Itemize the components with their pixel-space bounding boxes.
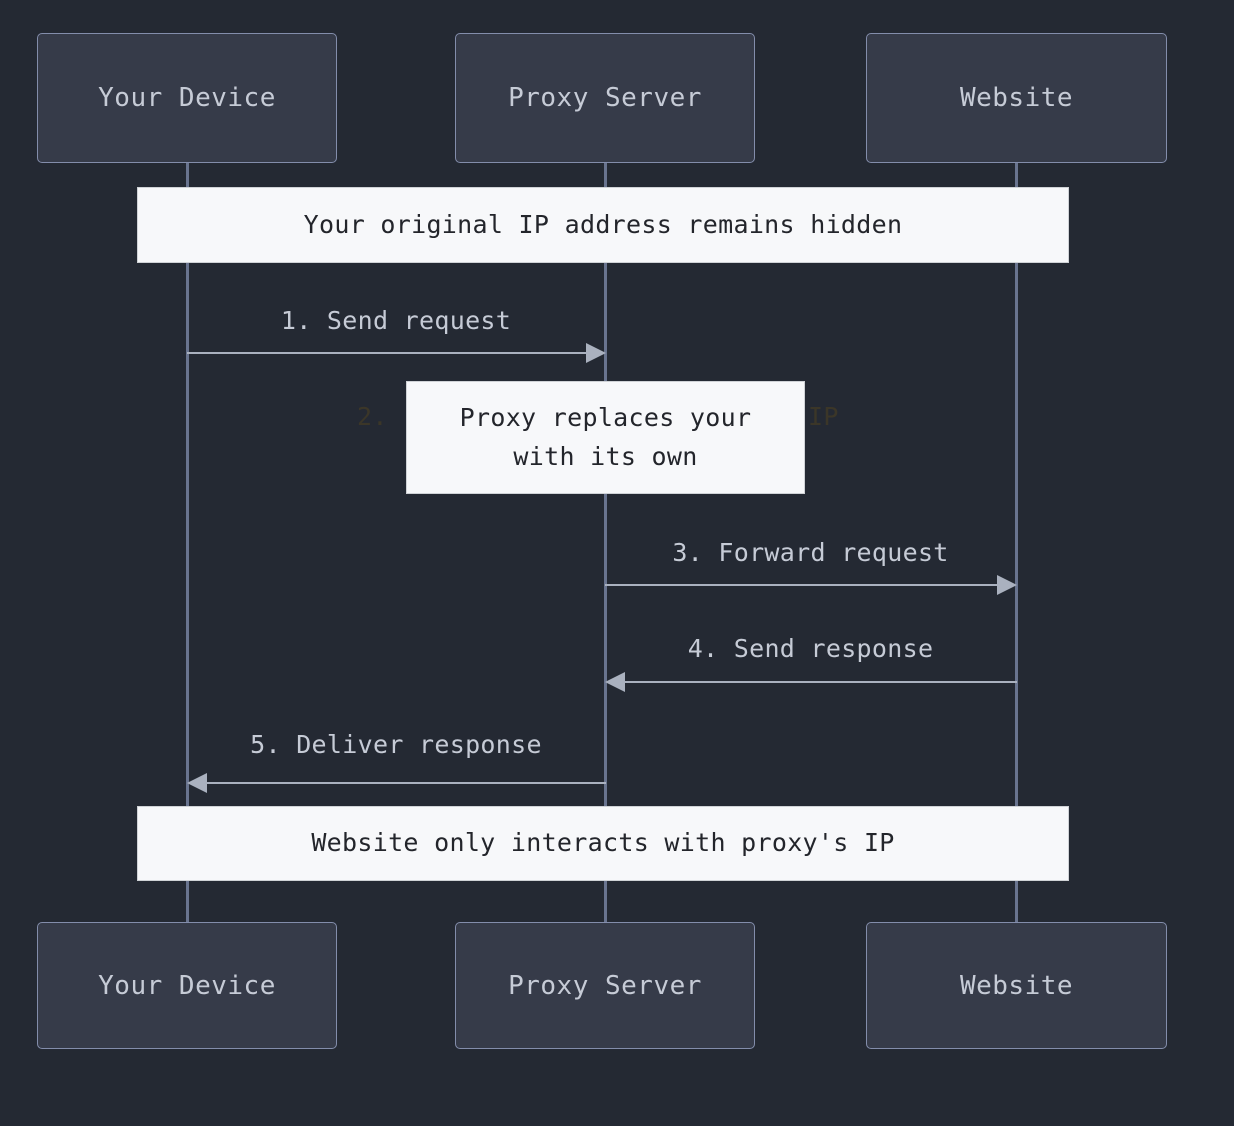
- participant-bottom-your-device-label: Your Device: [98, 970, 276, 1001]
- lifeline-website: [1015, 163, 1018, 922]
- message-5-label: 5. Deliver response: [250, 730, 542, 759]
- message-3-label: 3. Forward request: [672, 538, 949, 567]
- message-5-arrowhead: [187, 773, 207, 793]
- message-1-line: [187, 352, 588, 354]
- lifeline-proxy-server: [604, 163, 607, 922]
- message-3-line: [605, 584, 1004, 586]
- participant-top-proxy-server-label: Proxy Server: [508, 83, 702, 113]
- note-original-ip-hidden: Your original IP address remains hidden: [137, 187, 1069, 263]
- participant-bottom-proxy-server-label: Proxy Server: [508, 970, 702, 1001]
- message-5-line: [206, 782, 606, 784]
- participant-top-website[interactable]: Website: [866, 33, 1167, 163]
- note-proxy-replaces-ip: Proxy replaces your with its own: [406, 381, 805, 494]
- note-website-sees-proxy-ip-text: Website only interacts with proxy's IP: [311, 828, 895, 858]
- note-proxy-replaces-ip-text: Proxy replaces your with its own: [459, 402, 752, 471]
- participant-bottom-your-device[interactable]: Your Device: [37, 922, 337, 1049]
- participant-top-your-device[interactable]: Your Device: [37, 33, 337, 163]
- message-1-label: 1. Send request: [280, 306, 512, 335]
- message-2-label-occluded-right: IP: [808, 402, 839, 431]
- participant-bottom-website[interactable]: Website: [866, 922, 1167, 1049]
- participant-bottom-proxy-server[interactable]: Proxy Server: [455, 922, 755, 1049]
- lifeline-your-device: [186, 163, 189, 922]
- participant-top-your-device-label: Your Device: [98, 83, 276, 113]
- message-3-arrowhead: [997, 575, 1017, 595]
- note-original-ip-hidden-text: Your original IP address remains hidden: [303, 209, 903, 239]
- message-4-arrowhead: [605, 672, 625, 692]
- participant-bottom-website-label: Website: [959, 970, 1074, 1001]
- message-2-label-occluded-left: 2.: [357, 402, 388, 431]
- message-4-line: [624, 681, 1017, 683]
- participant-top-proxy-server[interactable]: Proxy Server: [455, 33, 755, 163]
- note-website-sees-proxy-ip: Website only interacts with proxy's IP: [137, 806, 1069, 881]
- participant-top-website-label: Website: [959, 83, 1074, 113]
- message-1-arrowhead: [586, 343, 606, 363]
- message-4-label: 4. Send response: [687, 634, 934, 663]
